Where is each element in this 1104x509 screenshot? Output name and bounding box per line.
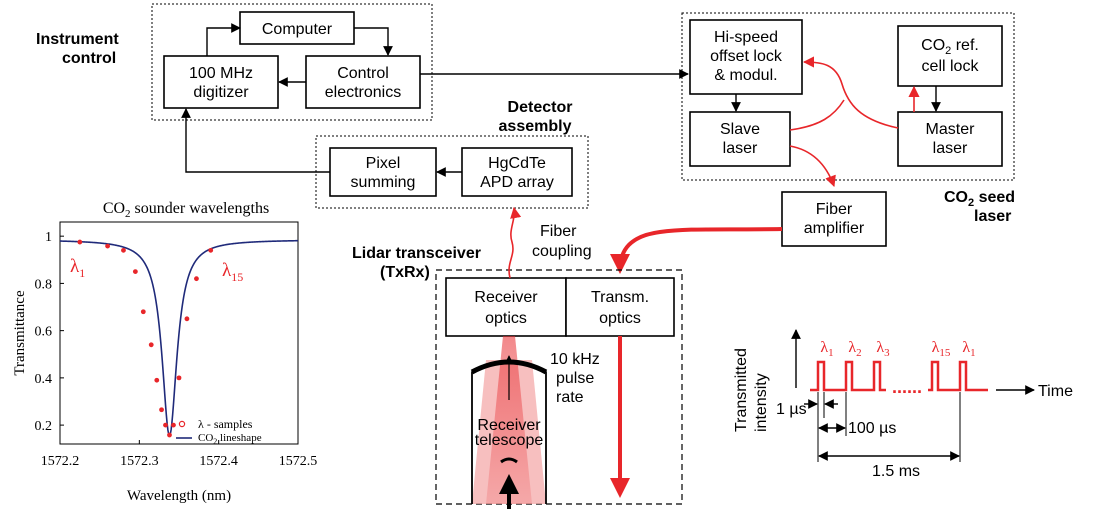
y-tick-label: 0.8 <box>35 277 53 292</box>
y-tick-label: 0.6 <box>35 325 53 340</box>
x-tick-label: 1572.5 <box>279 454 318 469</box>
instrument-control-enclosure <box>151 3 433 121</box>
sample-point <box>154 377 160 383</box>
slave-laser-block <box>689 111 791 167</box>
sample-point <box>140 309 146 315</box>
sample-point <box>176 375 182 381</box>
sample-point <box>167 432 172 438</box>
sample-point <box>194 276 199 282</box>
pixel-to-digitizer-arrow <box>181 108 330 173</box>
sample-point <box>105 243 110 249</box>
sample-point <box>163 422 168 428</box>
pulse-lambda-label: λ1 <box>820 339 833 359</box>
pixel-summing-block <box>329 147 437 197</box>
co2-ref-cell-label: CO2 ref.cell lock <box>921 37 979 75</box>
sample-point <box>121 247 126 253</box>
x-tick-label: 1572.2 <box>41 454 80 469</box>
period-label: 100 µs <box>848 420 896 437</box>
y-tick-label: 1 <box>45 230 52 245</box>
y-tick-label: 0.4 <box>35 372 53 387</box>
legend-sample-marker <box>178 420 186 428</box>
computer-to-control-arrow <box>354 27 393 56</box>
pulse-train-right <box>928 360 988 392</box>
digitizer-block <box>163 55 279 109</box>
fiber-amplifier-block <box>781 191 887 247</box>
x-axis-label: Wavelength (nm) <box>127 488 231 504</box>
receiver-optics-block <box>445 277 567 337</box>
pulse-lambda-label: λ15 <box>932 339 951 359</box>
legend-lineshape-label: CO2 lineshape <box>198 432 262 446</box>
slave-beat-path <box>789 99 845 131</box>
sample-point <box>148 342 154 348</box>
legend-samples-label: λ - samples <box>198 417 253 431</box>
lineshape-curve <box>59 239 299 438</box>
time-label: Time <box>1038 383 1073 400</box>
sample-point <box>171 422 176 428</box>
co2-ref-cell-block <box>897 25 1003 87</box>
y-tick-label: 0.2 <box>35 419 53 434</box>
lambda-1-annotation: λ1 <box>70 256 85 280</box>
computer-label: Computer <box>262 21 333 38</box>
pulse-lambda-label: λ2 <box>848 339 861 359</box>
plot-frame <box>59 221 299 445</box>
transmit-optics-label: Transm.optics <box>591 289 649 327</box>
digitizer-to-computer-arrow <box>206 23 241 56</box>
sample-point <box>132 269 138 274</box>
slave-to-amplifier-arrow <box>789 145 836 188</box>
co2-lineshape-chart: CO2 sounder wavelengths Transmittance Wa… <box>12 200 317 504</box>
sample-point <box>184 316 190 322</box>
pulse-lambda-label: λ3 <box>876 339 890 359</box>
pulse-ellipsis: ...... <box>892 377 922 397</box>
offset-lock-block <box>689 19 803 95</box>
cycle-label: 1.5 ms <box>872 463 920 480</box>
x-tick-label: 1572.3 <box>120 454 159 469</box>
seed-laser-enclosure <box>681 12 1015 181</box>
apd-array-block <box>461 147 573 197</box>
sample-point <box>159 407 164 413</box>
sample-point <box>208 247 214 253</box>
sample-point <box>77 239 83 245</box>
chart-legend: λ - samples CO2 lineshape <box>176 417 262 446</box>
receiver-to-detector-fiber <box>508 206 522 279</box>
pulse-width-label: 1 µs <box>776 401 807 418</box>
x-tick-label: 1572.4 <box>199 454 238 469</box>
y-axis-label: Transmittance <box>12 290 28 376</box>
master-laser-block <box>897 111 1003 167</box>
transmit-optics-block <box>565 277 675 337</box>
chart-title: CO2 sounder wavelengths <box>103 200 269 220</box>
lidar-transceiver-enclosure <box>435 269 683 505</box>
focused-light-beam <box>486 336 532 504</box>
lidar-label: Lidar transceiver(TxRx) <box>352 245 481 281</box>
pulse-lambda-label: λ1 <box>962 339 975 359</box>
master-to-offset-lock-arrow <box>802 56 899 129</box>
pulse-train-left <box>810 360 886 392</box>
amplifier-to-transmit-fiber <box>610 227 783 274</box>
lambda-15-annotation: λ15 <box>222 260 243 284</box>
secondary-mirror <box>500 457 518 464</box>
